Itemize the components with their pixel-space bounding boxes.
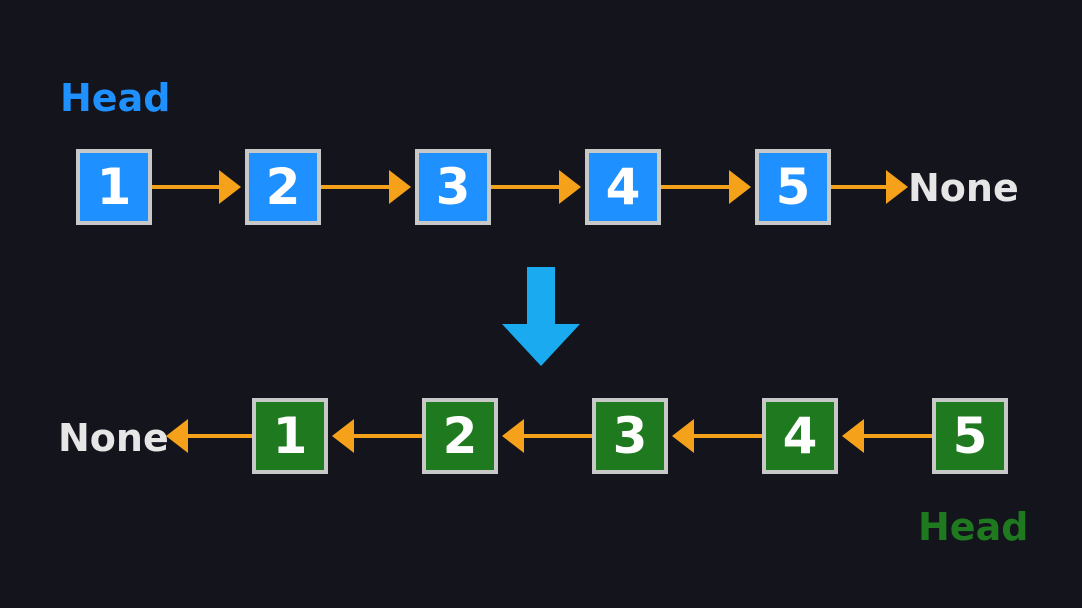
reversed-node-3: 3 xyxy=(592,398,668,474)
original-tail-none-label: None xyxy=(908,166,1019,210)
reversed-node-1: 1 xyxy=(252,398,328,474)
reversed-head-label: Head xyxy=(918,505,1029,549)
original-next-arrow-5 xyxy=(831,170,908,204)
reversed-node-5: 5 xyxy=(932,398,1008,474)
original-node-2: 2 xyxy=(245,149,321,225)
arrow-down-icon xyxy=(502,267,580,366)
reversed-tail-none-label: None xyxy=(58,416,169,460)
original-next-arrow-3 xyxy=(491,170,581,204)
original-node-4: 4 xyxy=(585,149,661,225)
original-next-arrow-1 xyxy=(152,170,241,204)
original-node-5: 5 xyxy=(755,149,831,225)
original-node-1: 1 xyxy=(76,149,152,225)
original-next-arrow-2 xyxy=(321,170,411,204)
reversed-node-2: 2 xyxy=(422,398,498,474)
original-node-3: 3 xyxy=(415,149,491,225)
reversed-next-arrow-5 xyxy=(842,419,932,453)
reversed-next-arrow-2 xyxy=(332,419,422,453)
original-next-arrow-4 xyxy=(661,170,751,204)
reversed-next-arrow-4 xyxy=(672,419,762,453)
reversed-next-arrow-3 xyxy=(502,419,592,453)
reversed-next-arrow-1 xyxy=(166,419,252,453)
original-head-label: Head xyxy=(60,76,171,120)
reversed-node-4: 4 xyxy=(762,398,838,474)
